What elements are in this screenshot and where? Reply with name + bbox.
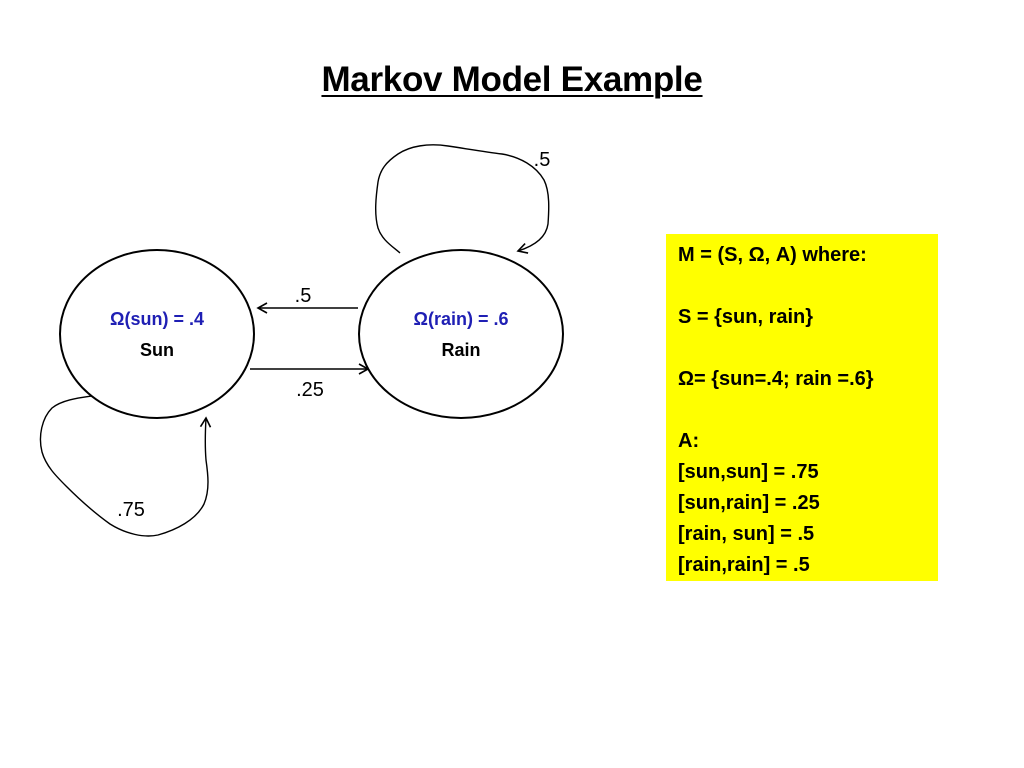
sun-initial-prob: Ω(sun) = .4: [110, 309, 204, 329]
definition-line: M = (S, Ω, A) where:: [678, 244, 867, 266]
rain-initial-prob: Ω(rain) = .6: [414, 309, 509, 329]
sun-state-label: Sun: [140, 340, 174, 360]
definition-line: [678, 395, 938, 426]
definition-line: [678, 333, 938, 364]
definition-line: A:: [678, 430, 700, 452]
definition-line: Ω= {sun=.4; rain =.6}: [678, 368, 874, 390]
self-loop-rain: [375, 144, 550, 254]
state-node-rain: [358, 249, 564, 419]
state-node-sun: [59, 249, 255, 419]
definition-line: [rain,rain] = .5: [678, 554, 810, 576]
self-loop-sun: [39, 395, 212, 537]
definition-line: [sun,rain] = .25: [678, 492, 820, 514]
label-sun-rain: .25: [296, 379, 324, 401]
definition-line: [sun,sun] = .75: [678, 461, 819, 483]
slide-title: Markov Model Example: [321, 60, 703, 99]
label-rain-rain: .5: [534, 149, 551, 171]
definition-box: M = (S, Ω, A) where: S = {sun, rain} Ω= …: [666, 234, 938, 581]
rain-state-label: Rain: [441, 340, 480, 360]
label-rain-sun: .5: [295, 285, 312, 307]
definition-line: [rain, sun] = .5: [678, 523, 815, 545]
label-sun-sun: .75: [117, 499, 145, 521]
definition-line: [678, 271, 938, 302]
definition-line: S = {sun, rain}: [678, 306, 814, 328]
